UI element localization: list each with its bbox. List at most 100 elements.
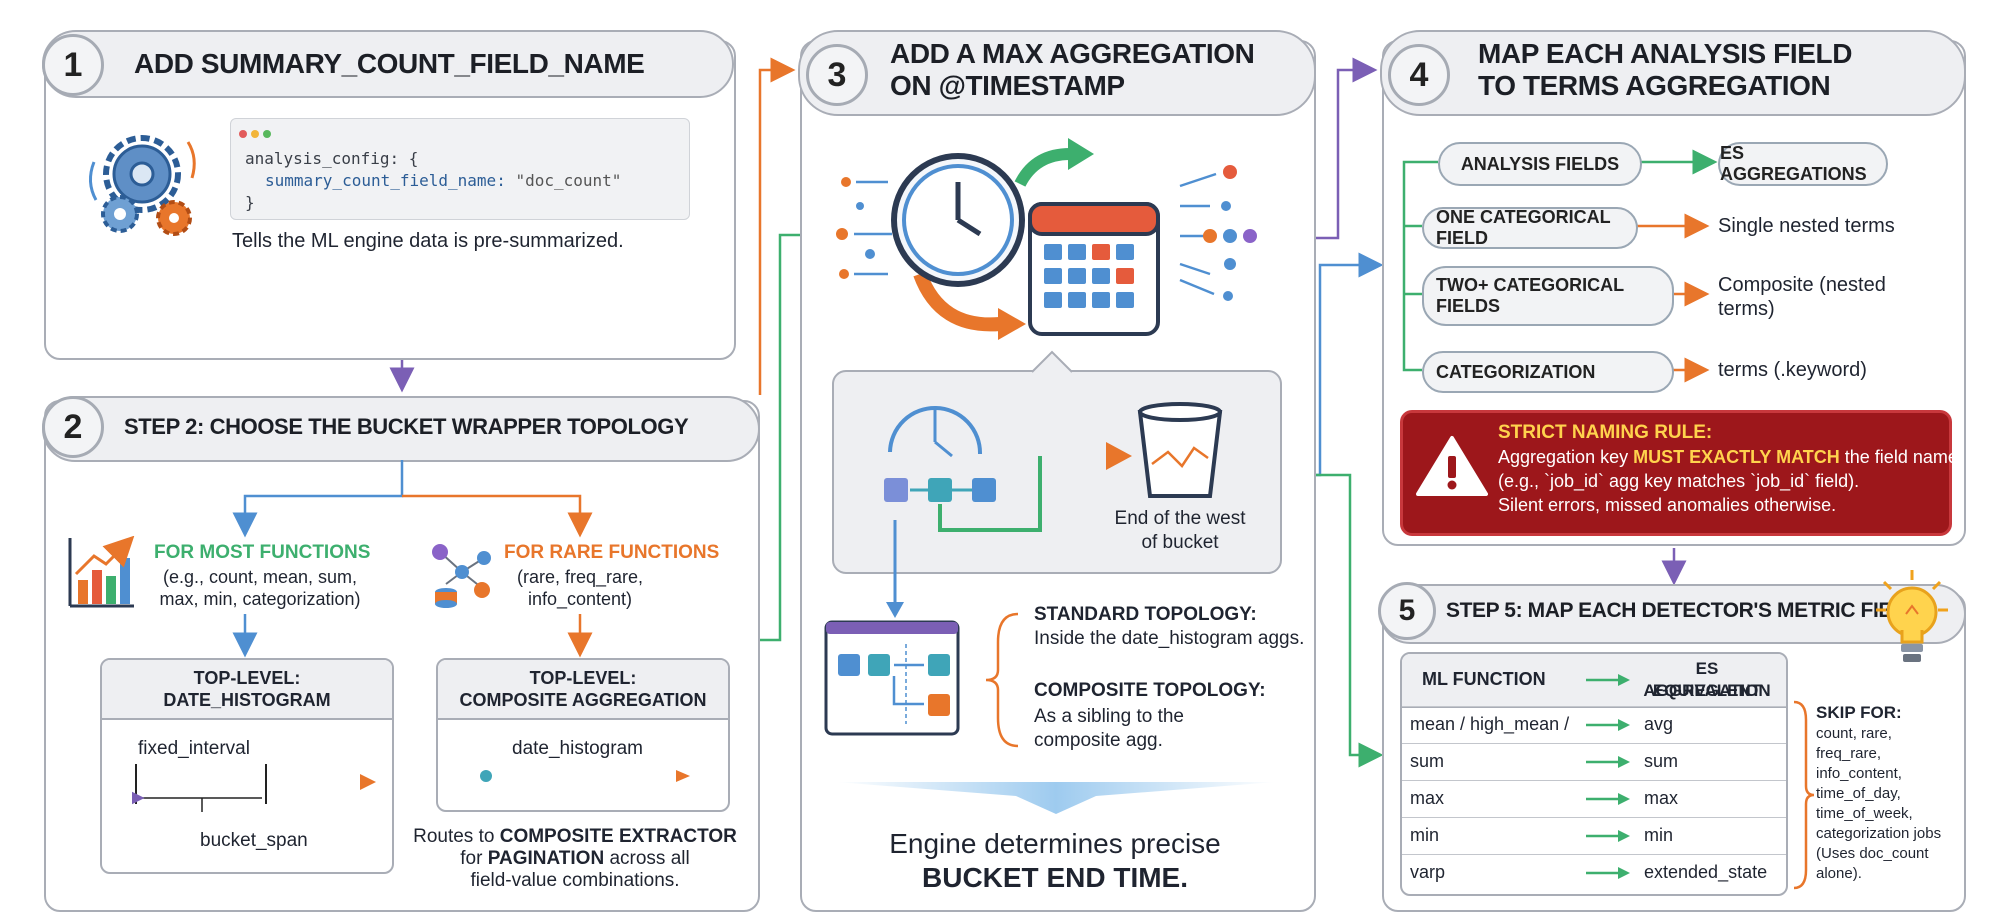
step1-title: ADD SUMMARY_COUNT_FIELD_NAME — [134, 48, 645, 79]
topology-brace — [985, 612, 1019, 748]
map-arrow-icon — [1586, 830, 1630, 842]
bucket-span-label: bucket_span — [200, 830, 308, 851]
code-window: analysis_config: { summary_count_field_n… — [230, 118, 690, 220]
step4-title-2: TO TERMS AGGREGATION — [1478, 70, 1831, 101]
pagination-post: across all — [604, 848, 690, 869]
standard-topology-title: STANDARD TOPOLOGY: — [1034, 604, 1257, 625]
step5-title: STEP 5: MAP EACH DETECTOR'S METRIC FIELD — [1446, 599, 1920, 622]
one-categorical-pill: ONE CATEGORICAL FIELD — [1422, 207, 1638, 249]
step2-number: 2 — [42, 396, 104, 458]
skip-brace — [1793, 700, 1815, 890]
standard-topology-desc: Inside the date_histogram aggs. — [1034, 628, 1305, 649]
es-agg-cell: min — [1644, 825, 1674, 845]
date-histogram-box-title-1: TOP-LEVEL: — [193, 668, 301, 688]
ml-function-cell: min — [1410, 825, 1440, 845]
step5-number: 5 — [1378, 582, 1436, 640]
result-down-arrow — [836, 782, 1276, 814]
most-functions-desc-1: (e.g., count, mean, sum, — [162, 567, 358, 587]
skip-for-item: (Uses doc_count — [1816, 845, 1929, 862]
pagination-pre: for — [460, 848, 488, 869]
bucket-caption-2: of bucket — [1141, 532, 1219, 553]
es-agg-cell: sum — [1644, 751, 1679, 771]
composite-extractor-line-2: for PAGINATION across all — [400, 848, 750, 870]
skip-for-item: info_content, — [1816, 765, 1902, 782]
window-controls — [239, 125, 271, 143]
rare-functions-heading: FOR RARE FUNCTIONS — [504, 542, 720, 563]
date-histogram-box: TOP-LEVEL: DATE_HISTOGRAM fixed_interval… — [100, 658, 394, 874]
step4-title-bar — [1380, 30, 1966, 116]
ml-function-cell: max — [1410, 788, 1445, 808]
skip-for-item: categorization jobs — [1816, 825, 1942, 842]
gears-icon — [89, 135, 196, 236]
table-row: min min — [1402, 817, 1786, 854]
two-plus-categorical-2: FIELDS — [1436, 296, 1501, 316]
map-arrow-icon — [1586, 793, 1630, 805]
composite-agg-box-header: TOP-LEVEL: COMPOSITE AGGREGATION — [438, 660, 728, 720]
most-functions-heading: FOR MOST FUNCTIONS — [154, 542, 371, 563]
ml-function-cell: varp — [1410, 862, 1446, 882]
terms-keyword: terms (.keyword) — [1718, 359, 1867, 381]
warning-line-1-bold: MUST EXACTLY MATCH — [1633, 447, 1840, 467]
fixed-interval-label: fixed_interval — [138, 738, 250, 759]
code-value: "doc_count" — [515, 171, 622, 190]
warning-line-3: Silent errors, missed anomalies otherwis… — [1498, 495, 1837, 515]
step4-title-1: MAP EACH ANALYSIS FIELD — [1478, 38, 1853, 69]
ml-function-cell: sum — [1410, 751, 1445, 771]
step1-title-bar — [42, 30, 734, 98]
composite-extractor-line-1: Routes to COMPOSITE EXTRACTOR — [400, 826, 750, 848]
code-line-1: analysis_config: { — [245, 149, 419, 168]
header-arrow — [1586, 674, 1630, 686]
composite-extractor-line-3: field-value combinations. — [470, 870, 680, 891]
topology-window-icon — [824, 620, 960, 736]
categorization-pill: CATEGORIZATION — [1422, 351, 1674, 393]
table-row: max max — [1402, 780, 1786, 817]
bar-chart-icon — [68, 536, 135, 608]
code-line-2: summary_count_field_name: "doc_count" — [265, 171, 621, 190]
skip-for-item: count, rare, — [1816, 725, 1892, 742]
composite-topology-desc-2: composite agg. — [1034, 730, 1163, 751]
es-agg-cell: max — [1644, 788, 1679, 808]
step3-number: 3 — [806, 44, 868, 106]
step5-title-bar — [1380, 584, 1966, 644]
skip-for-item: freq_rare, — [1816, 745, 1882, 762]
step1-caption: Tells the ML engine data is pre-summariz… — [232, 230, 624, 252]
es-aggregations-pill: ES AGGREGATIONS — [1718, 142, 1888, 186]
warning-line-1-pre: Aggregation key — [1498, 447, 1634, 467]
clock-calendar-icon — [836, 138, 1257, 340]
composite-nested-1: Composite (nested — [1718, 274, 1886, 296]
ml-function-cell: mean / high_mean / — [1410, 714, 1570, 734]
composite-agg-box: TOP-LEVEL: COMPOSITE AGGREGATION date_hi… — [436, 658, 730, 812]
strict-naming-warning — [1400, 410, 1952, 536]
step3-title-bar — [798, 30, 1316, 116]
engine-result-1: Engine determines precise — [889, 828, 1221, 859]
skip-for-item: time_of_day, — [1816, 785, 1901, 802]
step2-branch-arrows — [232, 460, 593, 658]
map-arrow-icon — [1586, 756, 1630, 768]
bucket-caption-1: End of the west — [1114, 508, 1246, 529]
ml-function-table-header: ML FUNCTION ES AGGREGATION EQUIVALENT — [1402, 654, 1786, 708]
composite-agg-box-title-2: COMPOSITE AGGREGATION — [459, 690, 707, 710]
warning-line-1: Aggregation key MUST EXACTLY MATCH the f… — [1498, 446, 1963, 468]
warning-title: STRICT NAMING RULE: — [1498, 422, 1713, 443]
rare-functions-desc-1: (rare, freq_rare, — [516, 567, 644, 587]
lightbulb-icon — [1876, 570, 1948, 662]
skip-for-list: count, rare, freq_rare, info_content, time_… — [1816, 724, 1966, 884]
skip-for-item: alone). — [1816, 865, 1862, 882]
map-arrow-icon — [1586, 867, 1630, 879]
ml-function-table: ML FUNCTION ES AGGREGATION EQUIVALENT me… — [1400, 652, 1788, 896]
callout-down-arrow — [886, 520, 904, 618]
warning-line-2: (e.g., `job_id` agg key matches `job_id`… — [1498, 471, 1860, 491]
callout-pointer — [1031, 350, 1073, 373]
col-ml-function: ML FUNCTION — [1422, 669, 1546, 689]
step3-title-2: ON @TIMESTAMP — [890, 70, 1125, 101]
two-plus-categorical-pill: TWO+ CATEGORICAL FIELDS — [1422, 266, 1674, 326]
es-agg-cell: extended_state — [1644, 862, 1768, 882]
pagination-bold: PAGINATION — [487, 848, 605, 869]
skip-for-item: time_of_week, — [1816, 805, 1913, 822]
skip-for-title: SKIP FOR: — [1816, 703, 1902, 722]
col-es-agg-2: EQUIVALENT — [1652, 681, 1762, 700]
bucket-end-diagram — [884, 402, 1223, 532]
warning-line-1-post: the field name. — [1839, 447, 1963, 467]
date-histogram-box-title-2: DATE_HISTOGRAM — [163, 690, 331, 710]
